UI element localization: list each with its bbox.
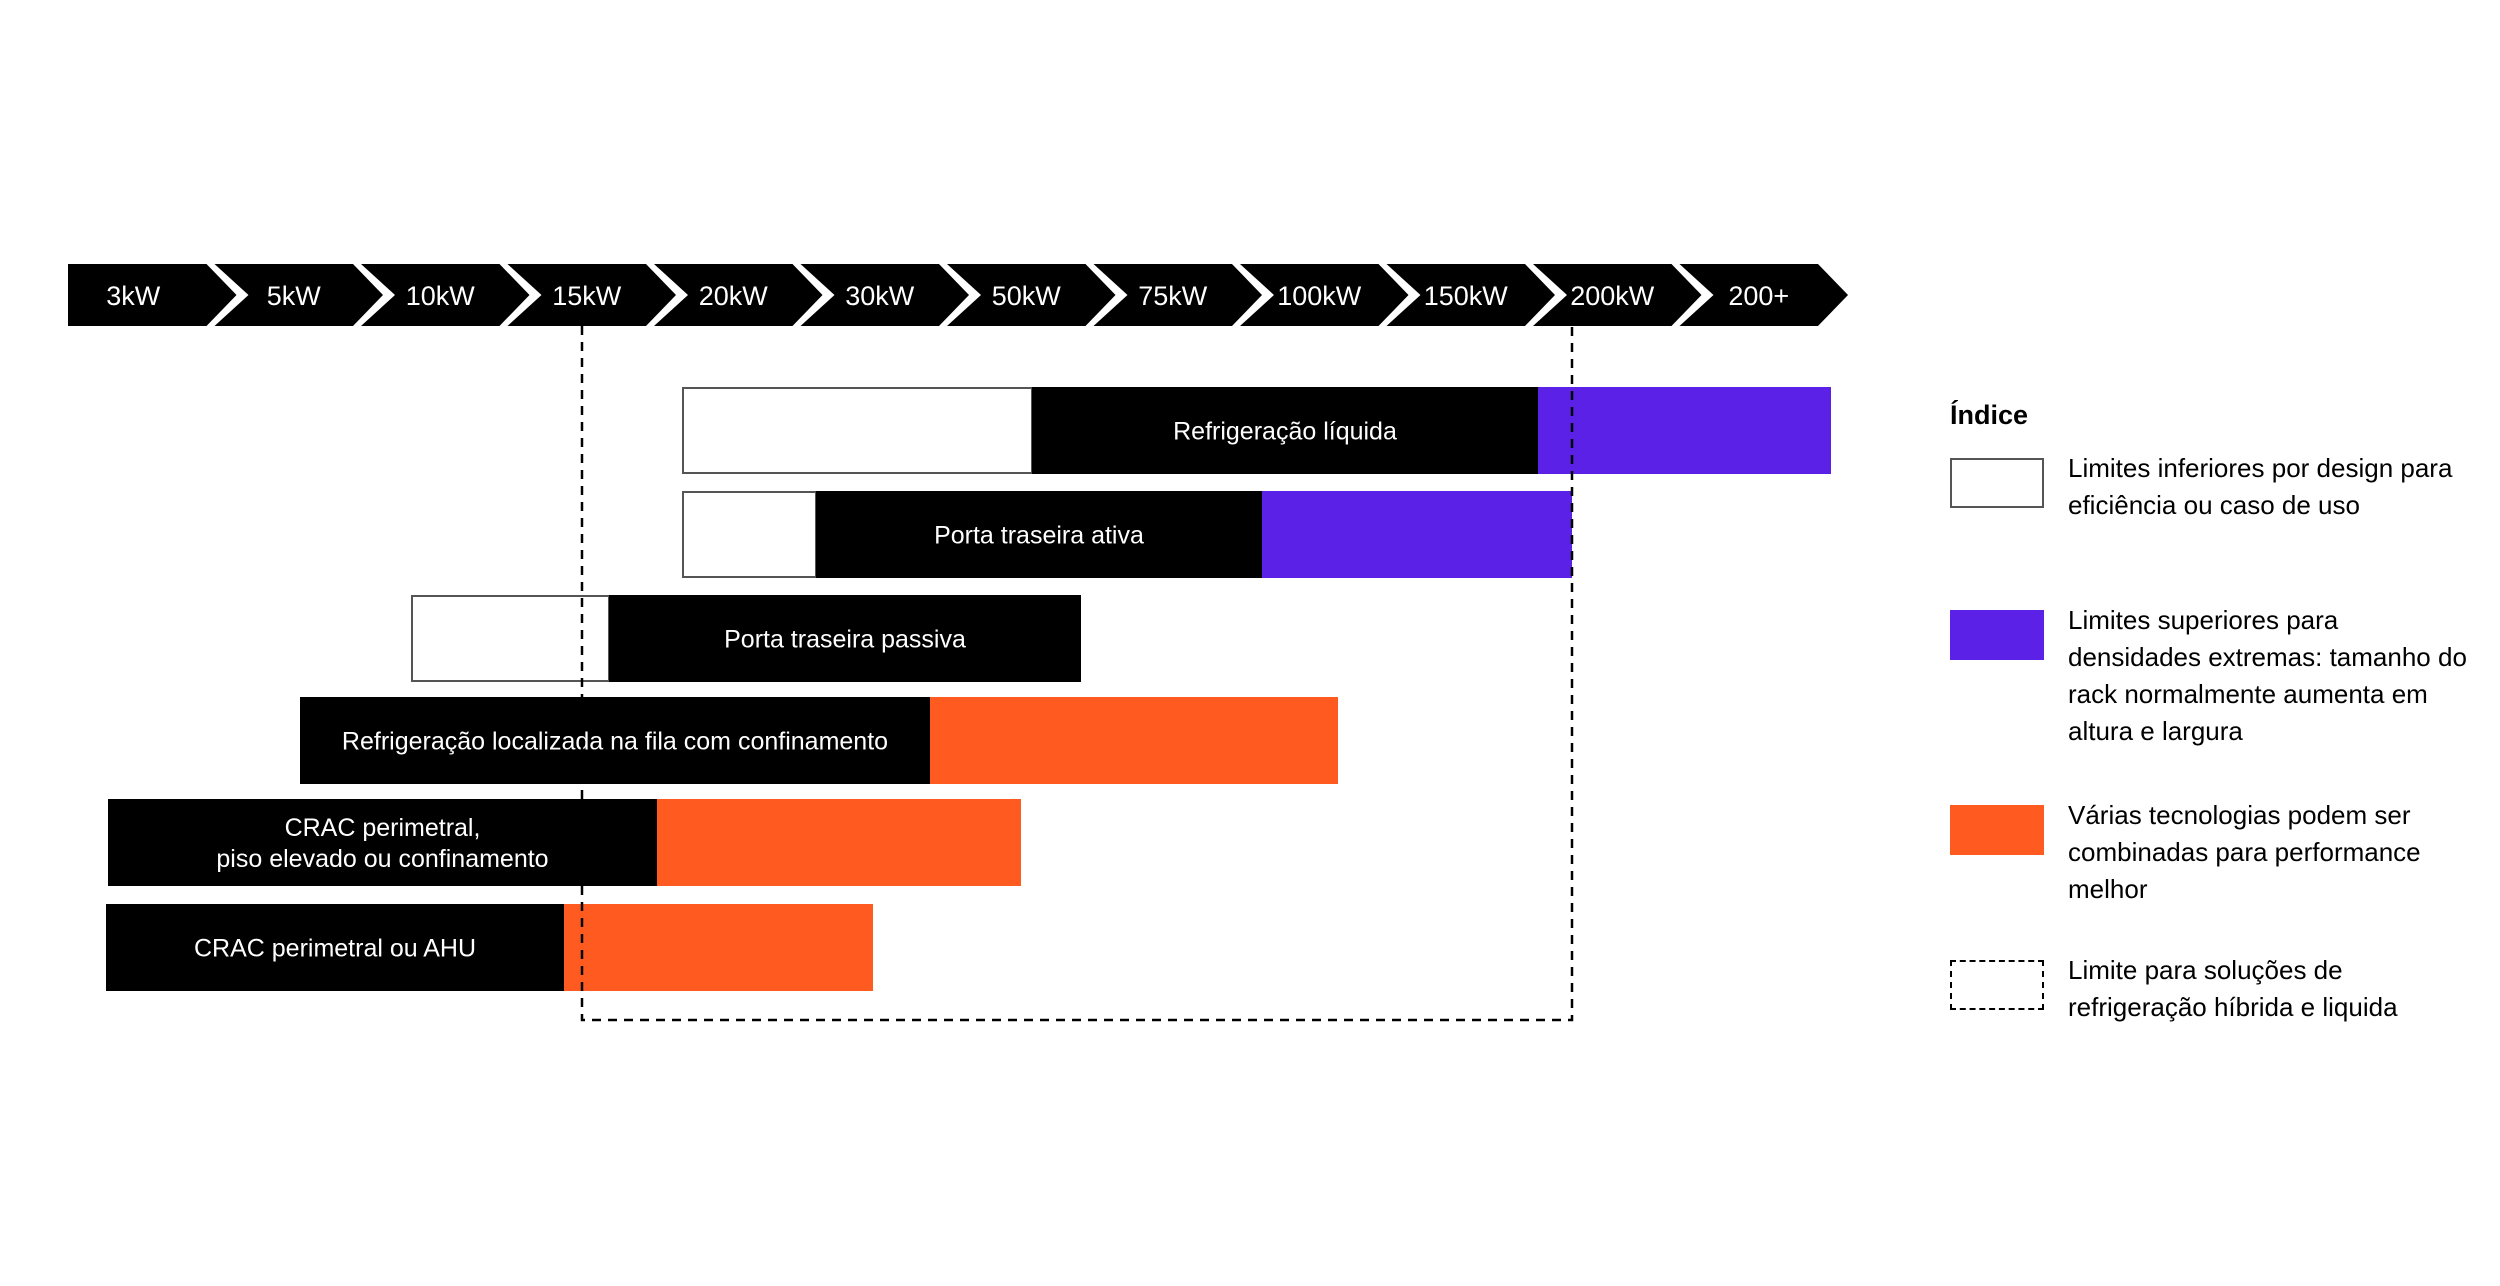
legend-text-upper-limits: Limites superiores para densidades extre…: [2068, 605, 2467, 746]
hybrid-liquid-limit-region: [580, 326, 1574, 1022]
bar-core-segment: [108, 799, 657, 886]
scale-label: 75kW: [1138, 281, 1208, 311]
bar-core-segment: [816, 491, 1262, 578]
bar-label: Porta traseira ativa: [934, 522, 1144, 550]
scale-segment-20kw: [654, 264, 823, 326]
scale-label: 200+: [1728, 281, 1789, 311]
bar-lower-limit-segment: [411, 595, 610, 682]
bar-core-segment: [1032, 387, 1538, 474]
bar-upper-limit-segment: [1262, 491, 1572, 578]
bar-4: Refrigeração localizada na fila com conf…: [300, 697, 1338, 784]
scale-segment-150kw: [1386, 264, 1555, 326]
bar-combined-segment: [930, 697, 1338, 784]
bar-upper-limit-segment: [1538, 387, 1831, 474]
orange-swatch-icon: [1950, 805, 2044, 855]
bar-core-segment: [609, 595, 1081, 682]
scale-segment-5kw: [214, 264, 383, 326]
bar-1: Refrigeração líquida: [682, 387, 1831, 474]
legend-text-hybrid-limit: Limite para soluções de refrigeração híb…: [2068, 955, 2398, 1022]
scale-segment-75kw: [1093, 264, 1262, 326]
legend: Índice Limites inferiores por design par…: [1950, 400, 2470, 1022]
scale-label: 5kW: [267, 281, 322, 311]
scale-segment-50kw: [947, 264, 1116, 326]
scale-label: 15kW: [552, 281, 622, 311]
bar-core-segment: [300, 697, 930, 784]
bar-label: Porta traseira passiva: [724, 626, 966, 654]
density-scale: 3kW 5kW 10kW 15kW 20kW 30kW 50kW 75kW 100kW 150kW…: [68, 264, 1848, 326]
bar-3: Porta traseira passiva: [411, 595, 1081, 682]
bar-2: Porta traseira ativa: [682, 491, 1572, 578]
bar-5: CRAC perimetral,piso elevado ou confinam…: [108, 799, 1021, 886]
scale-label: 20kW: [699, 281, 769, 311]
scale-segment-3kw: [68, 264, 237, 326]
scale-segment-15kw: [507, 264, 676, 326]
bar-6: CRAC perimetral ou AHU: [106, 904, 873, 991]
bar-label: CRAC perimetral,piso elevado ou confinam…: [216, 814, 548, 873]
scale-segment-100kw: [1240, 264, 1409, 326]
scale-segment-200kw: [1533, 264, 1702, 326]
scale-label: 3kW: [106, 281, 161, 311]
legend-title: Índice: [1950, 400, 2029, 430]
scale-label: 100kW: [1277, 281, 1362, 311]
scale-segment-200plus: [1679, 264, 1848, 326]
dashed-swatch-icon: [1950, 960, 2044, 1010]
scale-label: 30kW: [845, 281, 915, 311]
bar-label: CRAC perimetral ou AHU: [194, 935, 476, 963]
legend-text-combined-tech: Várias tecnologias podem ser combinadas …: [2068, 800, 2421, 904]
white-swatch-icon: [1950, 458, 2044, 508]
bar-combined-segment: [657, 799, 1021, 886]
scale-label: 50kW: [992, 281, 1062, 311]
scale-label: 10kW: [406, 281, 476, 311]
scale-segment-10kw: [361, 264, 530, 326]
scale-label: 150kW: [1424, 281, 1509, 311]
scale-label: 200kW: [1570, 281, 1655, 311]
bar-lower-limit-segment: [682, 387, 1033, 474]
bar-core-segment: [106, 904, 564, 991]
purple-swatch-icon: [1950, 610, 2044, 660]
scale-segment-30kw: [800, 264, 969, 326]
bar-label: Refrigeração localizada na fila com conf…: [342, 728, 888, 756]
bar-combined-segment: [564, 904, 873, 991]
bar-lower-limit-segment: [682, 491, 817, 578]
bar-label: Refrigeração líquida: [1173, 418, 1397, 446]
dashed-limit-outline: [580, 326, 1574, 1022]
legend-text-lower-limits: Limites inferiores por design para efici…: [2068, 453, 2453, 520]
